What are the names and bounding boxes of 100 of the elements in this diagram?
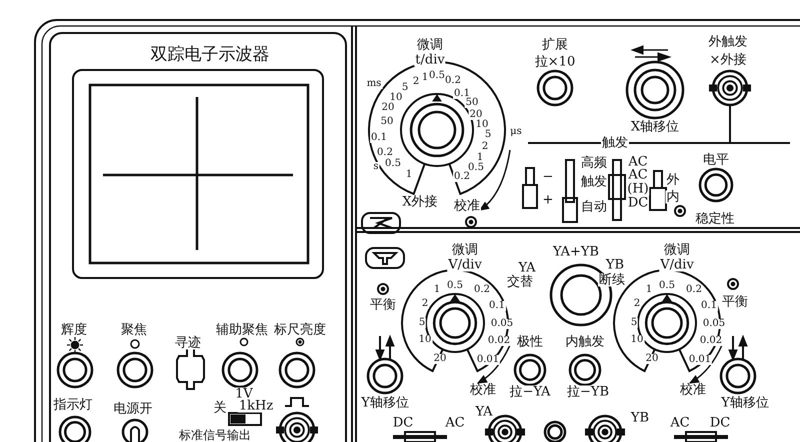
scale-number: ms	[366, 79, 382, 89]
panel-label: 微调	[451, 244, 479, 256]
scale-number: 20	[380, 103, 396, 113]
scale-number: 0.02	[486, 336, 512, 346]
panel-label: 拉×10	[534, 56, 576, 68]
panel-label: 辅助聚焦	[215, 324, 269, 336]
panel-label: 校准	[679, 384, 707, 396]
scale-number: 20	[644, 354, 660, 364]
panel-label: AC	[669, 416, 691, 430]
panel-label: 外	[666, 174, 680, 186]
scale-number: 0.2	[685, 285, 703, 295]
scale-number: μs	[509, 127, 523, 137]
scale-number: 0.01	[688, 355, 712, 365]
panel-label: 交替	[506, 276, 534, 288]
scale-number: 1	[432, 285, 442, 295]
panel-label: 标准信号输出	[178, 429, 252, 441]
panel-label: 平衡	[721, 296, 749, 308]
panel-label: Y轴移位	[360, 396, 410, 410]
panel-label: 关	[212, 402, 228, 414]
panel-label: 扩展	[541, 38, 569, 52]
scale-number: 0.5	[384, 159, 402, 169]
scale-number: 0.5	[446, 281, 464, 291]
scale-number: 5	[484, 130, 492, 140]
panel-label: 聚焦	[120, 324, 148, 336]
panel-label: 1kHz	[238, 400, 274, 412]
panel-label: AC	[444, 416, 466, 430]
scale-number: 2	[632, 299, 642, 309]
panel-label: 校准	[469, 384, 497, 396]
scale-number: 50	[380, 117, 394, 127]
scale-number: 0.1	[488, 301, 506, 311]
panel-label: DC	[392, 416, 414, 430]
panel-label: 校准	[453, 200, 481, 212]
panel-label: 电平	[702, 154, 730, 166]
scale-number: 10	[418, 335, 432, 345]
panel-label: YB	[630, 412, 650, 424]
panel-label: 外触发	[708, 36, 748, 48]
panel-label: 极性	[516, 336, 544, 348]
scale-number: 20	[468, 110, 484, 120]
scale-number: 10	[630, 335, 644, 345]
scale-number: 0.2	[453, 172, 471, 182]
panel-label: ×外接	[708, 54, 748, 66]
panel-label: DC	[626, 196, 650, 210]
panel-label: AC	[627, 168, 649, 182]
scale-number: 10	[388, 93, 404, 103]
scale-number: 0.5	[428, 71, 446, 81]
panel-label: 辉度	[60, 324, 88, 336]
scale-number: 1	[404, 170, 414, 180]
panel-label: YA	[518, 262, 536, 274]
panel-title: 双踪电子示波器	[150, 46, 270, 64]
panel-label: 寻迹	[174, 336, 202, 350]
panel-label: YA+YB	[552, 246, 600, 258]
panel-label: 微调	[663, 244, 691, 256]
panel-label: 电源开	[112, 402, 154, 416]
scale-number: 0.2	[444, 76, 462, 86]
scale-number: 0.2	[473, 285, 491, 295]
panel-label: X外接	[401, 196, 439, 208]
scale-number: 5	[418, 318, 426, 328]
panel-label: +	[542, 194, 554, 206]
panel-label: 指示灯	[52, 398, 94, 412]
panel-label: AC	[627, 156, 649, 168]
panel-label: YA	[474, 406, 494, 418]
scale-number: 0.1	[700, 301, 718, 311]
scale-number: 1	[644, 285, 654, 295]
panel-label: 拉−YB	[566, 386, 610, 398]
panel-label: 内触发	[564, 336, 606, 348]
panel-label: 平衡	[369, 298, 397, 312]
scale-number: s	[372, 162, 380, 172]
scale-number: 0.1	[453, 89, 471, 99]
scale-number: 0.5	[467, 163, 485, 173]
scale-number: 50	[464, 98, 480, 108]
panel-label: 断续	[598, 274, 626, 286]
panel-label: 稳定性	[694, 212, 736, 226]
panel-label: V/div	[447, 258, 483, 272]
scale-number: 2	[412, 77, 420, 87]
panel-label: 触发	[580, 176, 608, 188]
panel-label: DC	[708, 416, 732, 430]
panel-label: V/div	[659, 258, 695, 272]
scale-number: 0.02	[698, 336, 724, 346]
scale-number: 20	[432, 354, 448, 364]
panel-label: Y轴移位	[720, 396, 770, 410]
panel-label: (H)	[626, 182, 650, 196]
panel-label: 1V	[234, 388, 254, 400]
scale-number: 5	[400, 83, 410, 93]
scale-number: 0.2	[376, 148, 394, 158]
scale-number: 1	[476, 153, 484, 163]
panel-label: 高频	[580, 156, 608, 170]
panel-label: 微调	[416, 38, 444, 52]
scale-number: 0.05	[490, 319, 514, 329]
scale-number: 0.5	[658, 281, 676, 291]
scale-number: 5	[630, 318, 638, 328]
scale-number: 2	[480, 142, 490, 152]
scale-number: 0.01	[476, 355, 500, 365]
panel-label: 标尺亮度	[273, 324, 327, 336]
scale-number: 10	[474, 120, 490, 130]
scale-number: 1	[420, 73, 430, 83]
panel-label: 自动	[580, 200, 608, 214]
panel-label: X轴移位	[630, 120, 680, 134]
panel-label: 内	[666, 190, 680, 204]
panel-label: YB	[604, 258, 626, 272]
panel-label: t/div	[414, 54, 446, 66]
